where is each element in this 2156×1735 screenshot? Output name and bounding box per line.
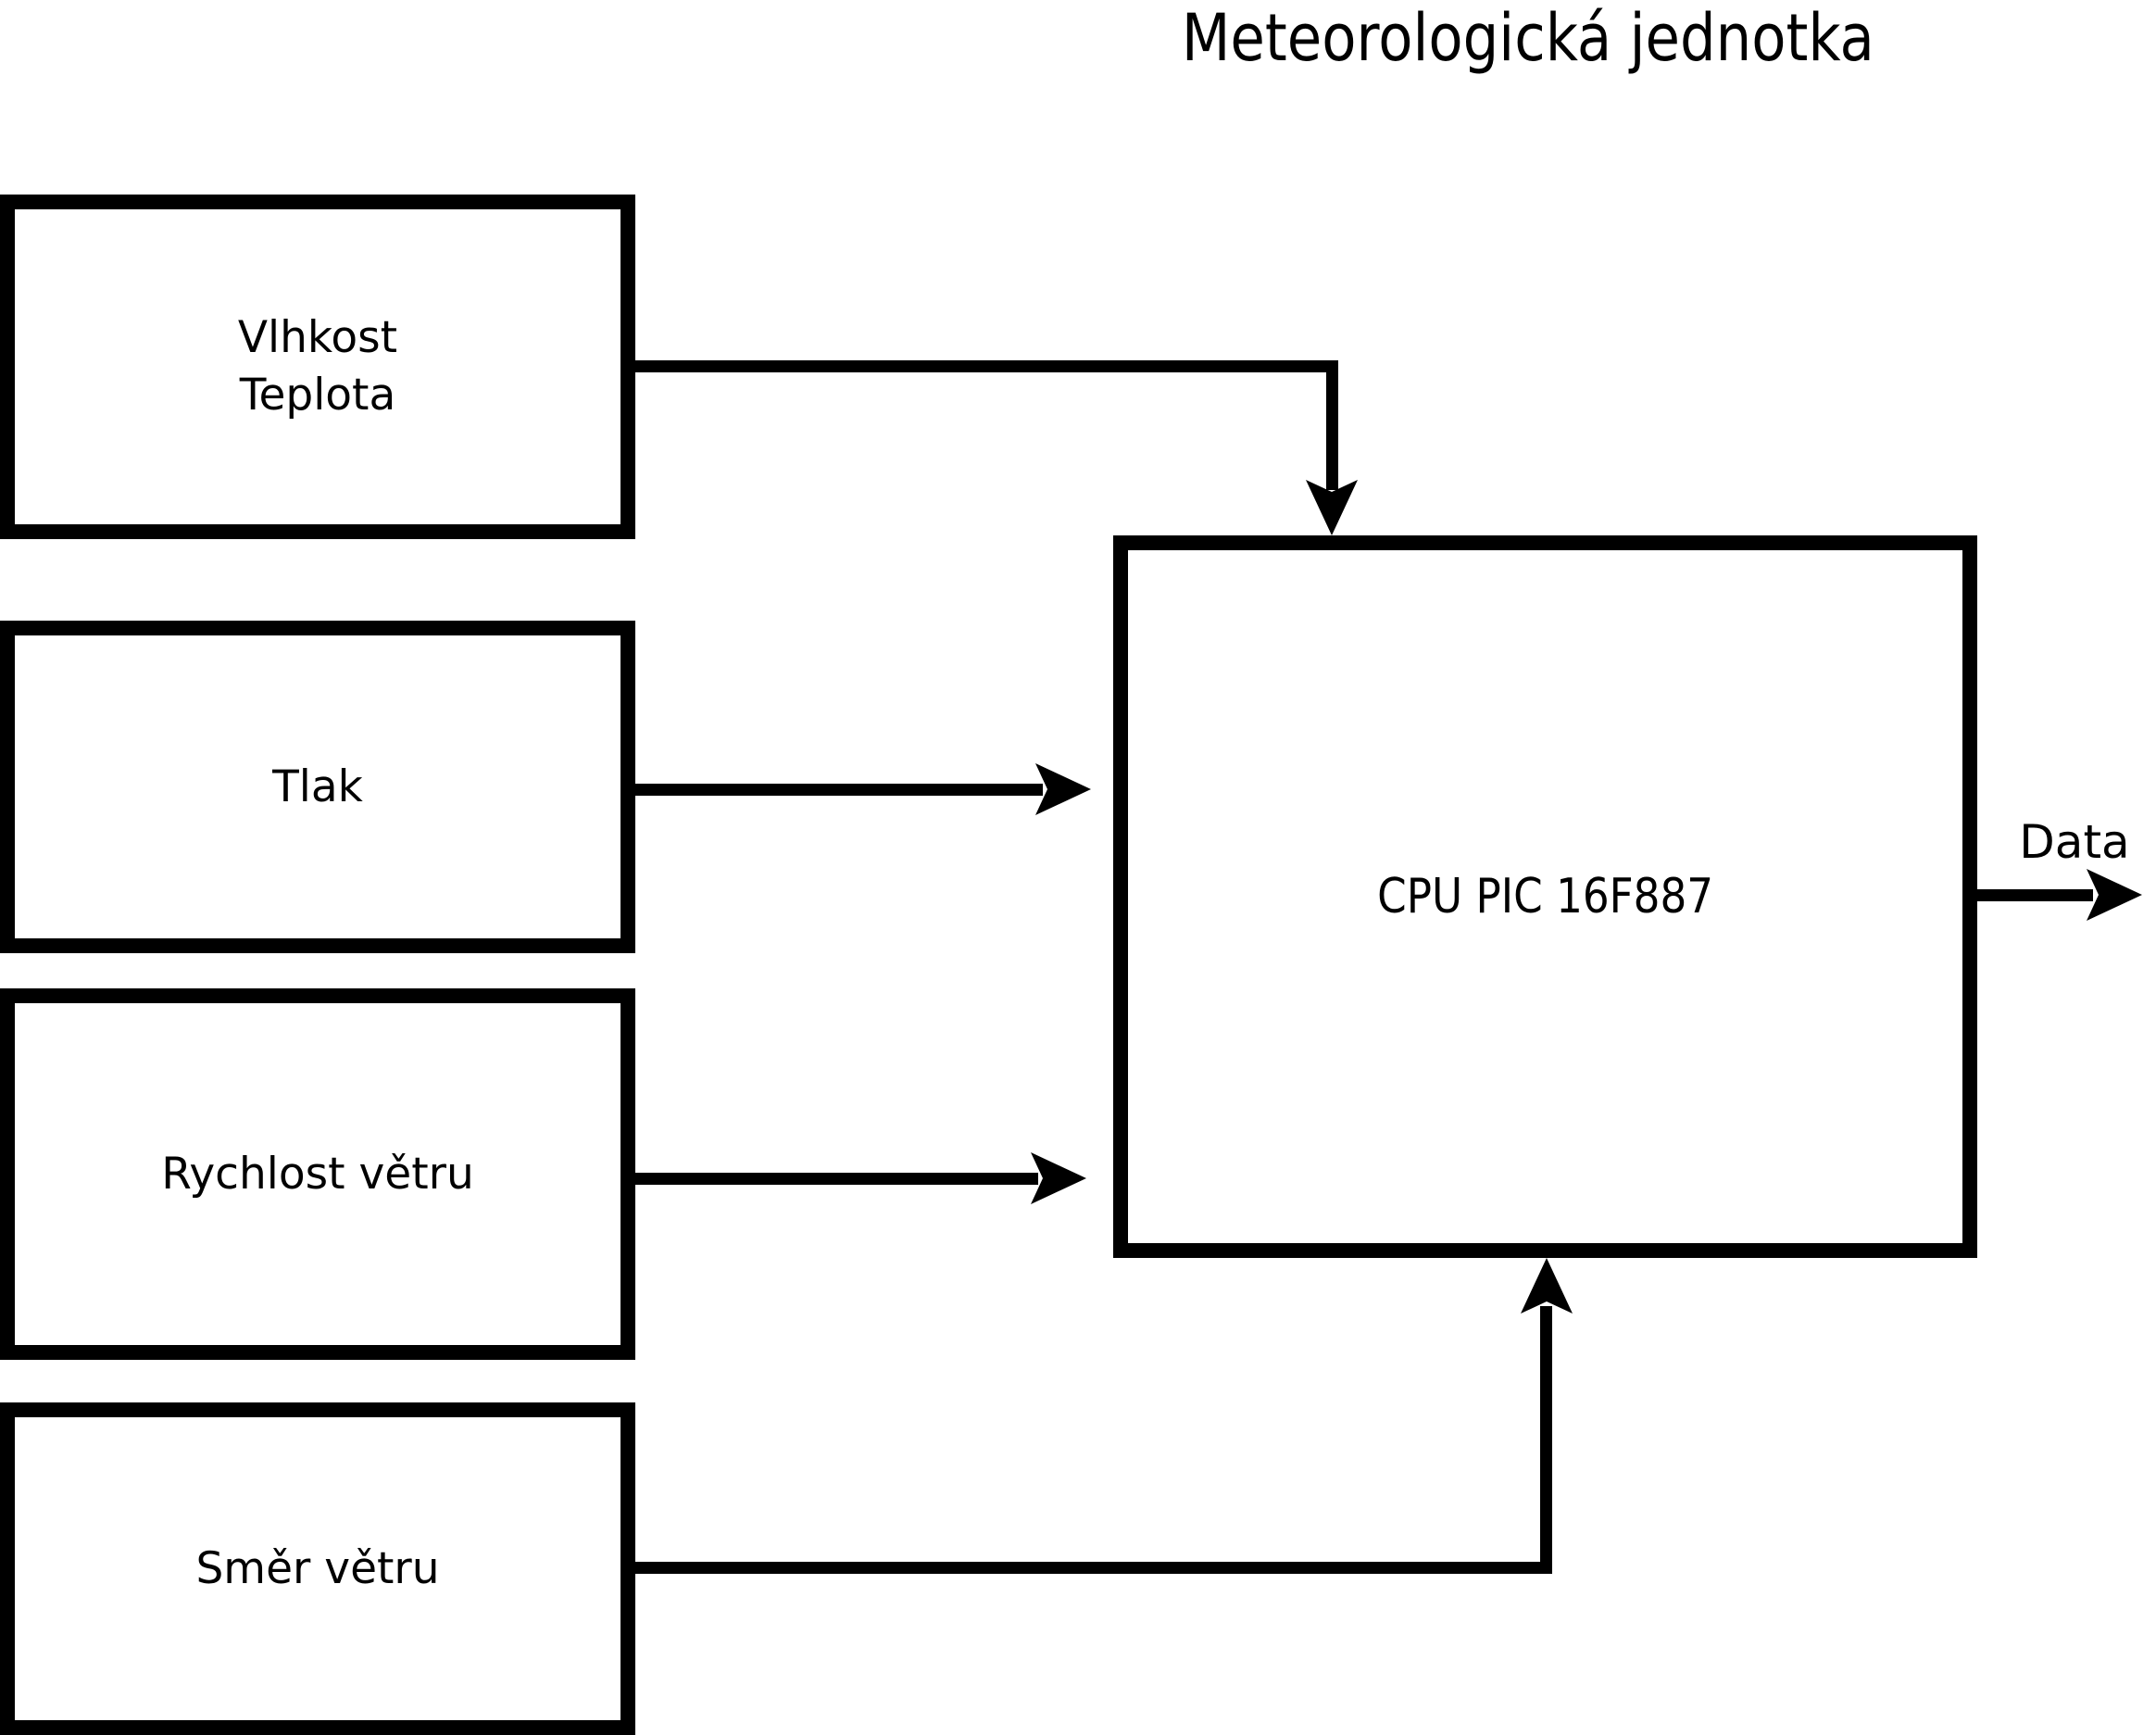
vlhkost-arrowhead-icon xyxy=(1306,480,1358,535)
diagram-title-text: Meteorologická jednotka xyxy=(1181,0,1874,76)
block-rychlost-vetru-label: Rychlost větru xyxy=(161,1148,474,1200)
connector-smer-horizontal xyxy=(635,1562,1552,1574)
rychlost-arrowhead-icon xyxy=(1031,1152,1086,1204)
connector-vlhkost-horizontal xyxy=(635,360,1338,372)
diagram-title: Meteorologická jednotka xyxy=(1047,0,2010,76)
connector-vlhkost-vertical xyxy=(1326,360,1338,490)
connector-tlak-horizontal xyxy=(635,784,1043,796)
block-vlhkost-teplota: Vlhkost Teplota xyxy=(0,195,635,539)
data-arrowhead-icon xyxy=(2087,869,2142,921)
smer-arrowhead-icon xyxy=(1521,1258,1573,1314)
output-data-label: Data xyxy=(2019,815,2130,869)
block-smer-vetru: Směr větru xyxy=(0,1402,635,1735)
block-tlak-label: Tlak xyxy=(272,761,363,812)
connector-smer-vertical xyxy=(1540,1306,1552,1574)
block-cpu: CPU PIC 16F887 xyxy=(1113,535,1977,1258)
block-cpu-label: CPU PIC 16F887 xyxy=(1377,869,1713,924)
block-rychlost-vetru: Rychlost větru xyxy=(0,988,635,1360)
block-smer-vetru-label: Směr větru xyxy=(195,1542,440,1594)
tlak-arrowhead-icon xyxy=(1035,763,1091,815)
block-vlhkost-teplota-label: Vlhkost Teplota xyxy=(237,312,398,421)
block-tlak: Tlak xyxy=(0,621,635,953)
connector-rychlost-horizontal xyxy=(635,1173,1038,1185)
connector-data-horizontal xyxy=(1977,889,2093,901)
